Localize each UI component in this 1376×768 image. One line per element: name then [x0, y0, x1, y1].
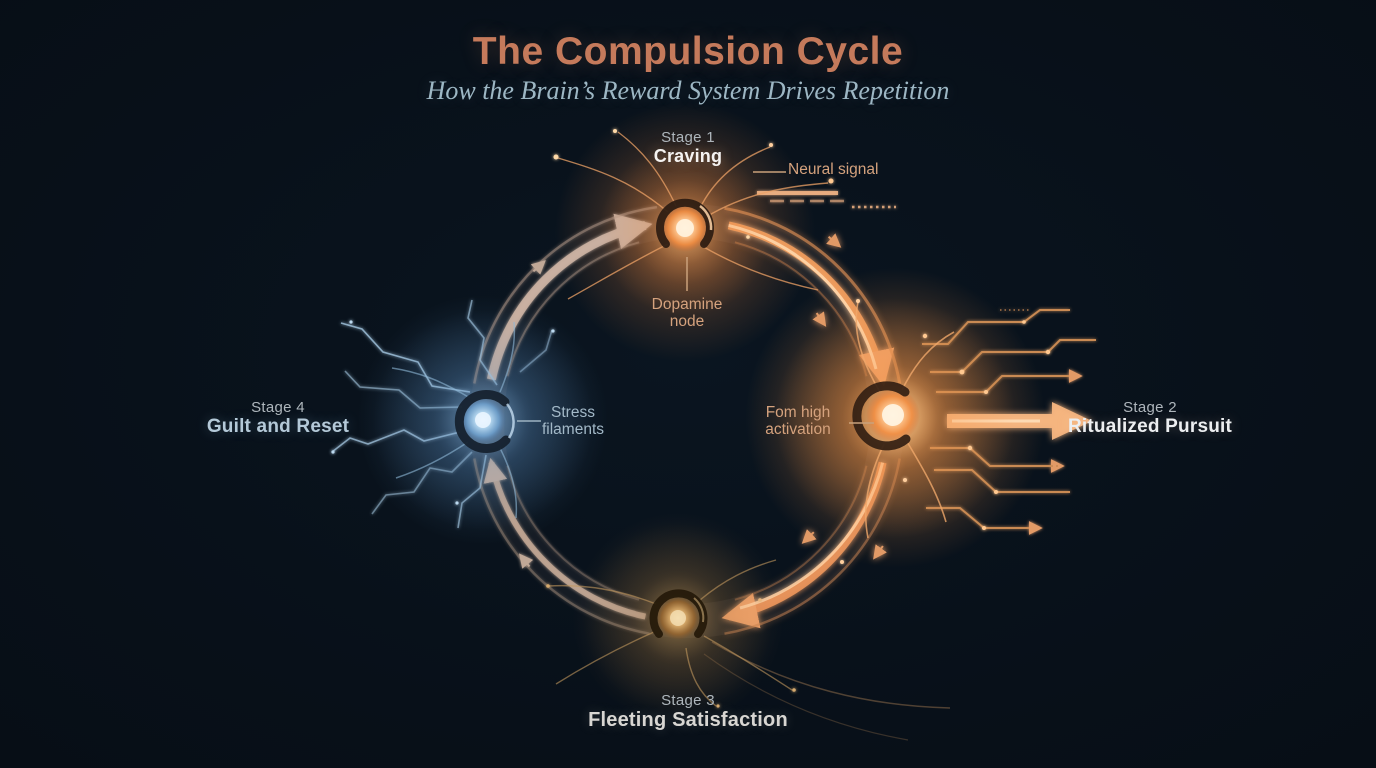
stage-2-name: Ritualized Pursuit [1067, 416, 1233, 437]
stage-2-kicker: Stage 2 [1123, 399, 1177, 416]
sparkle-dots [331, 129, 1051, 708]
stage-1-block: Stage 1 Craving [588, 129, 788, 167]
stage-1-name: Craving [653, 146, 723, 166]
stage-4-kicker: Stage 4 [251, 399, 305, 416]
annotation-dopamine-node: Dopamine node [651, 296, 723, 331]
page-subtitle: How the Brain’s Reward System Drives Rep… [426, 76, 950, 105]
page-title: The Compulsion Cycle [472, 30, 904, 73]
stage-4-block: Stage 4 Guilt and Reset [158, 399, 398, 438]
stage-1-kicker: Stage 1 [661, 129, 715, 146]
stage-2-block: Stage 2 Ritualized Pursuit [1030, 399, 1270, 438]
neuron-guilt-reset [373, 310, 593, 530]
neuron-fleeting-satisfaction [547, 523, 793, 713]
stage-3-block: Stage 3 Fleeting Satisfaction [538, 692, 838, 732]
annotation-form-high-activation: Fom high activation [765, 404, 831, 439]
stage-4-name: Guilt and Reset [206, 416, 350, 437]
annotation-stress-filaments: Stress filaments [541, 404, 605, 439]
stage-3-name: Fleeting Satisfaction [588, 709, 788, 731]
neuron-craving [557, 131, 829, 316]
stage-3-kicker: Stage 3 [661, 692, 715, 709]
neural-signal-dashes [757, 191, 896, 209]
annotation-neural-signal: Neural signal [788, 161, 879, 178]
label-connectors [517, 171, 874, 424]
neuron-ritualized-pursuit [775, 298, 1015, 539]
